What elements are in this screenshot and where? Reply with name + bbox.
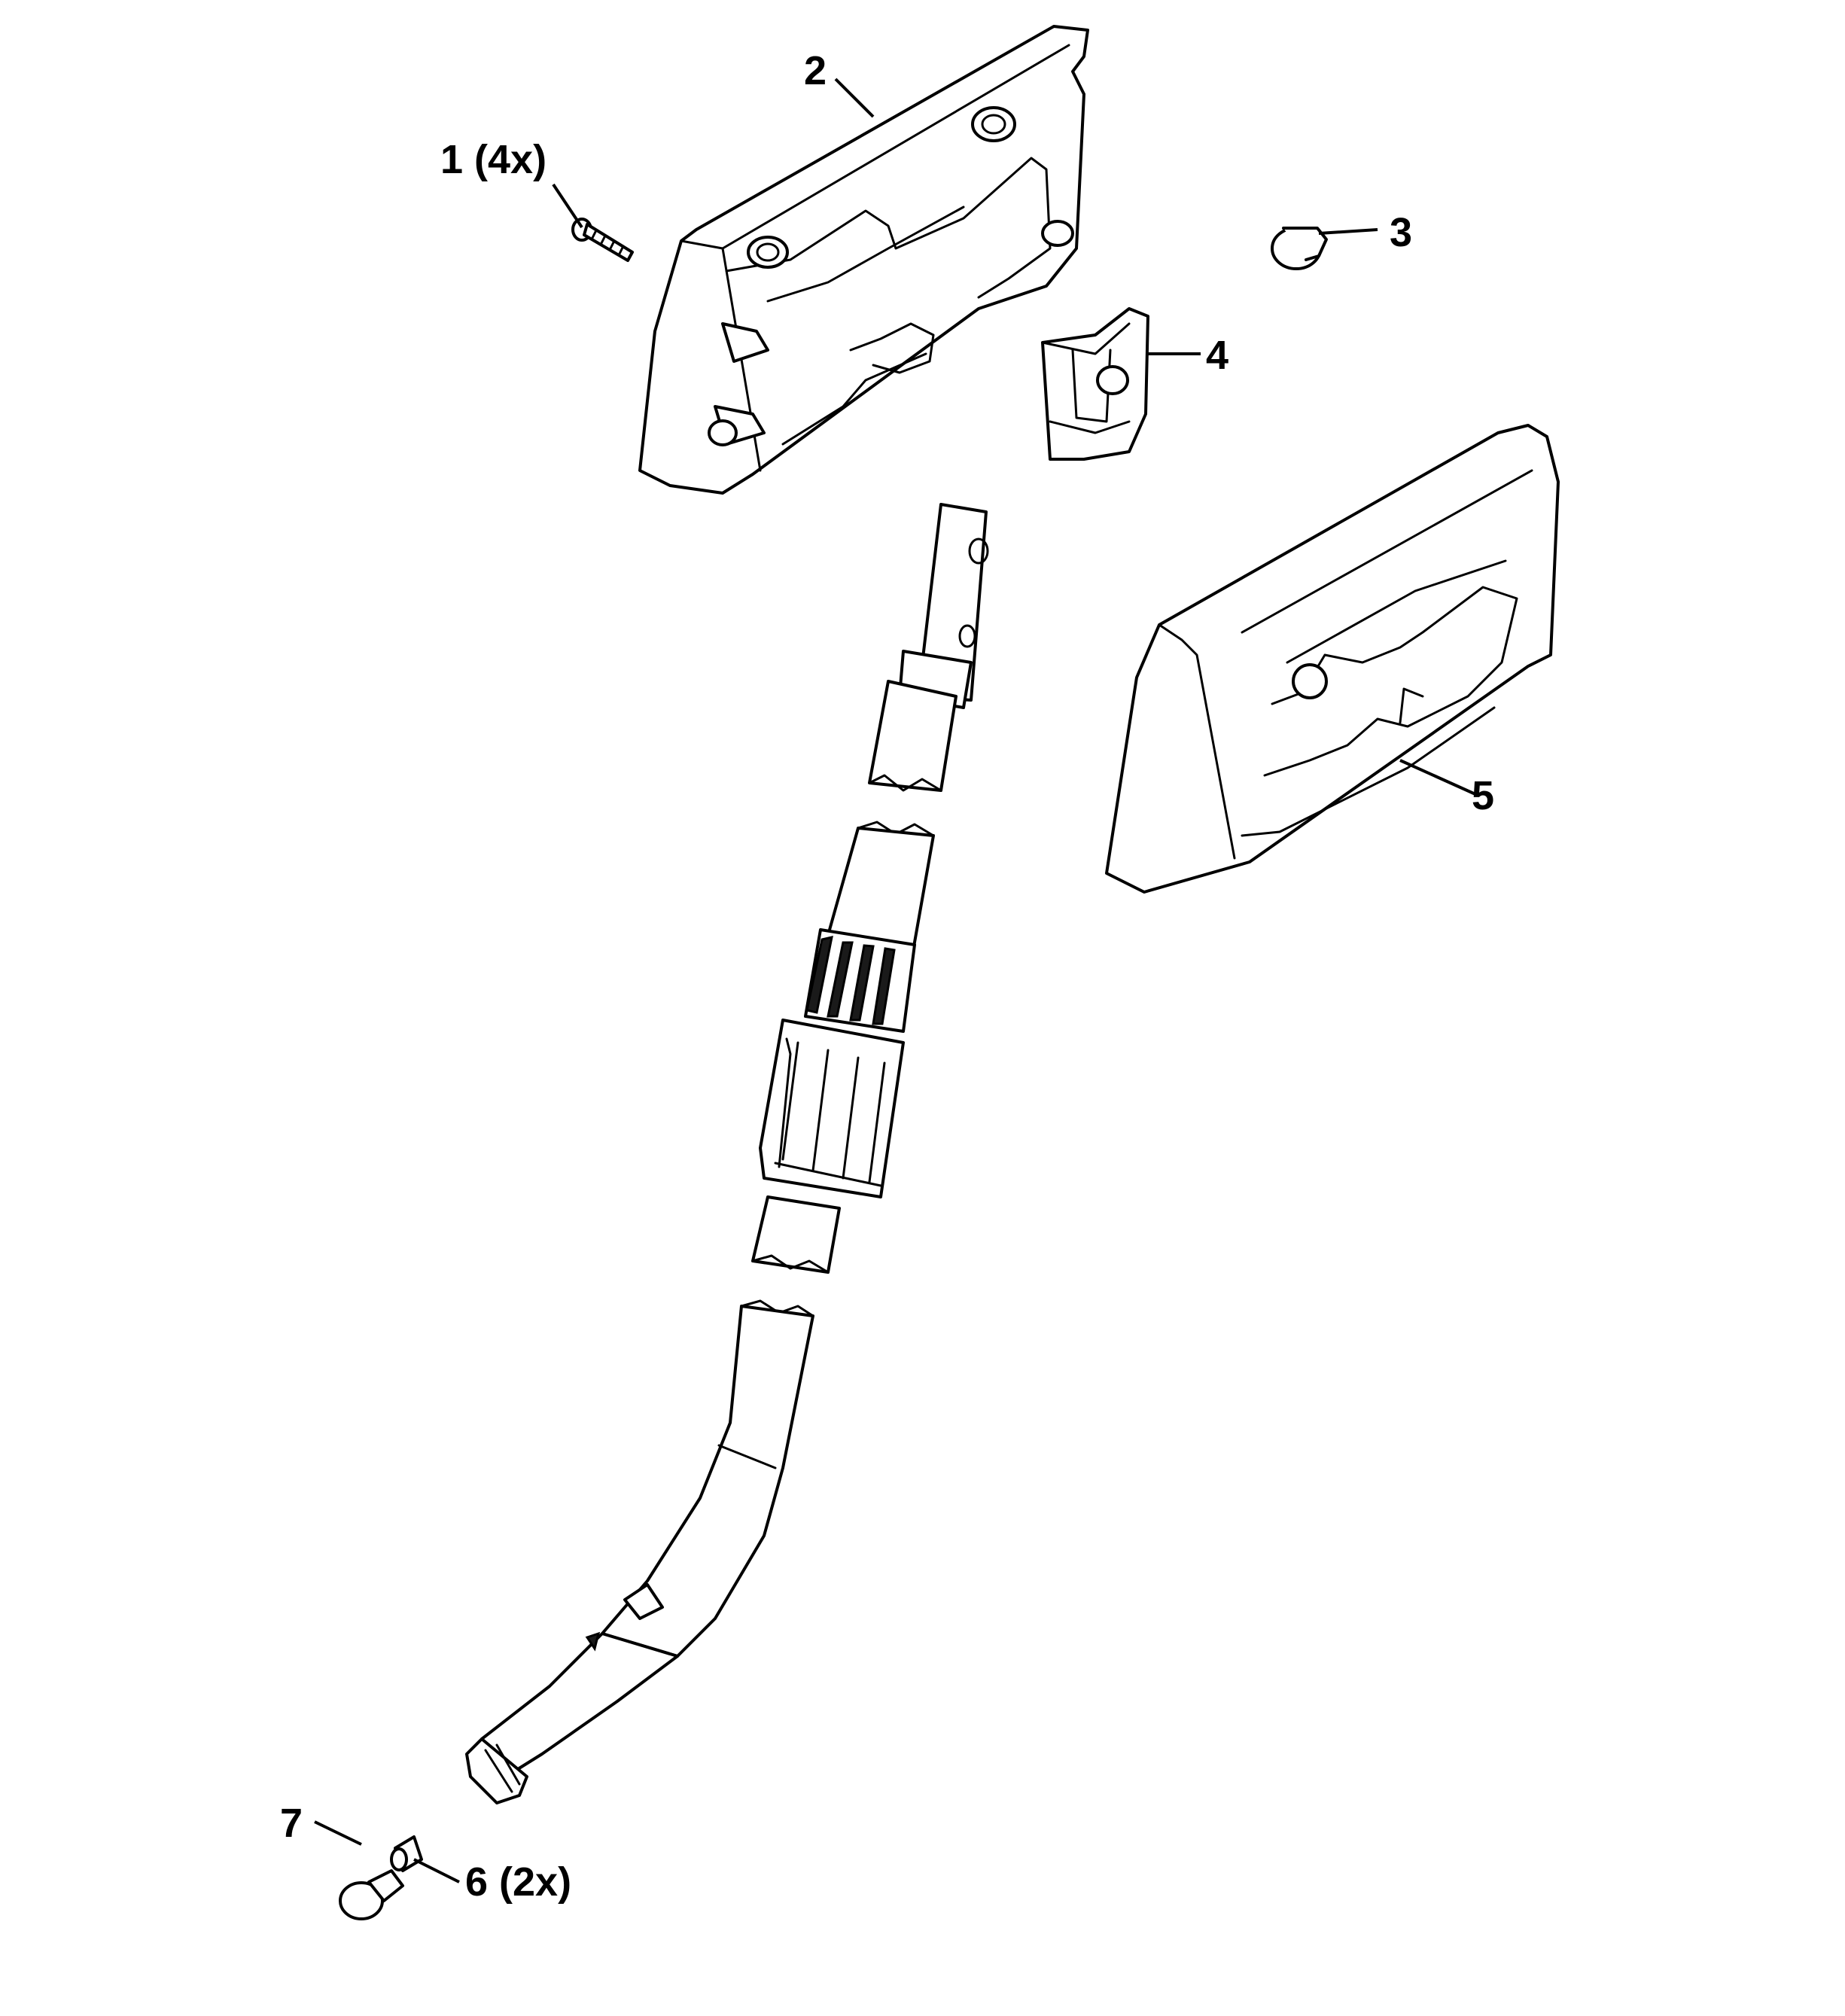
tube-locking-collar — [759, 928, 916, 1198]
part-5-handle-cover — [1105, 424, 1560, 894]
callout-7: 7 — [280, 1801, 303, 1846]
callout-4: 4 — [1206, 333, 1228, 378]
tube-bent-end — [465, 1583, 679, 1804]
callout-2: 2 — [804, 48, 827, 93]
part-2-handle-housing-half — [638, 25, 1089, 495]
callout-leader-lines — [314, 78, 1476, 1884]
part-3-plug — [1271, 227, 1328, 270]
callout-1: 1 (4x) — [440, 137, 546, 182]
callout-6: 6 (2x) — [465, 1859, 571, 1905]
telescopic-tube — [823, 503, 989, 965]
part-6-clip — [390, 1835, 423, 1872]
part-4-clamp-block — [1041, 307, 1149, 461]
callout-5: 5 — [1472, 773, 1494, 818]
part-1-screw — [571, 218, 634, 262]
callout-labels: 1 (4x) 2 3 4 5 6 (2x) 7 — [280, 48, 1494, 1905]
part-7-end-cap — [339, 1869, 404, 1920]
callout-3: 3 — [1390, 210, 1412, 255]
